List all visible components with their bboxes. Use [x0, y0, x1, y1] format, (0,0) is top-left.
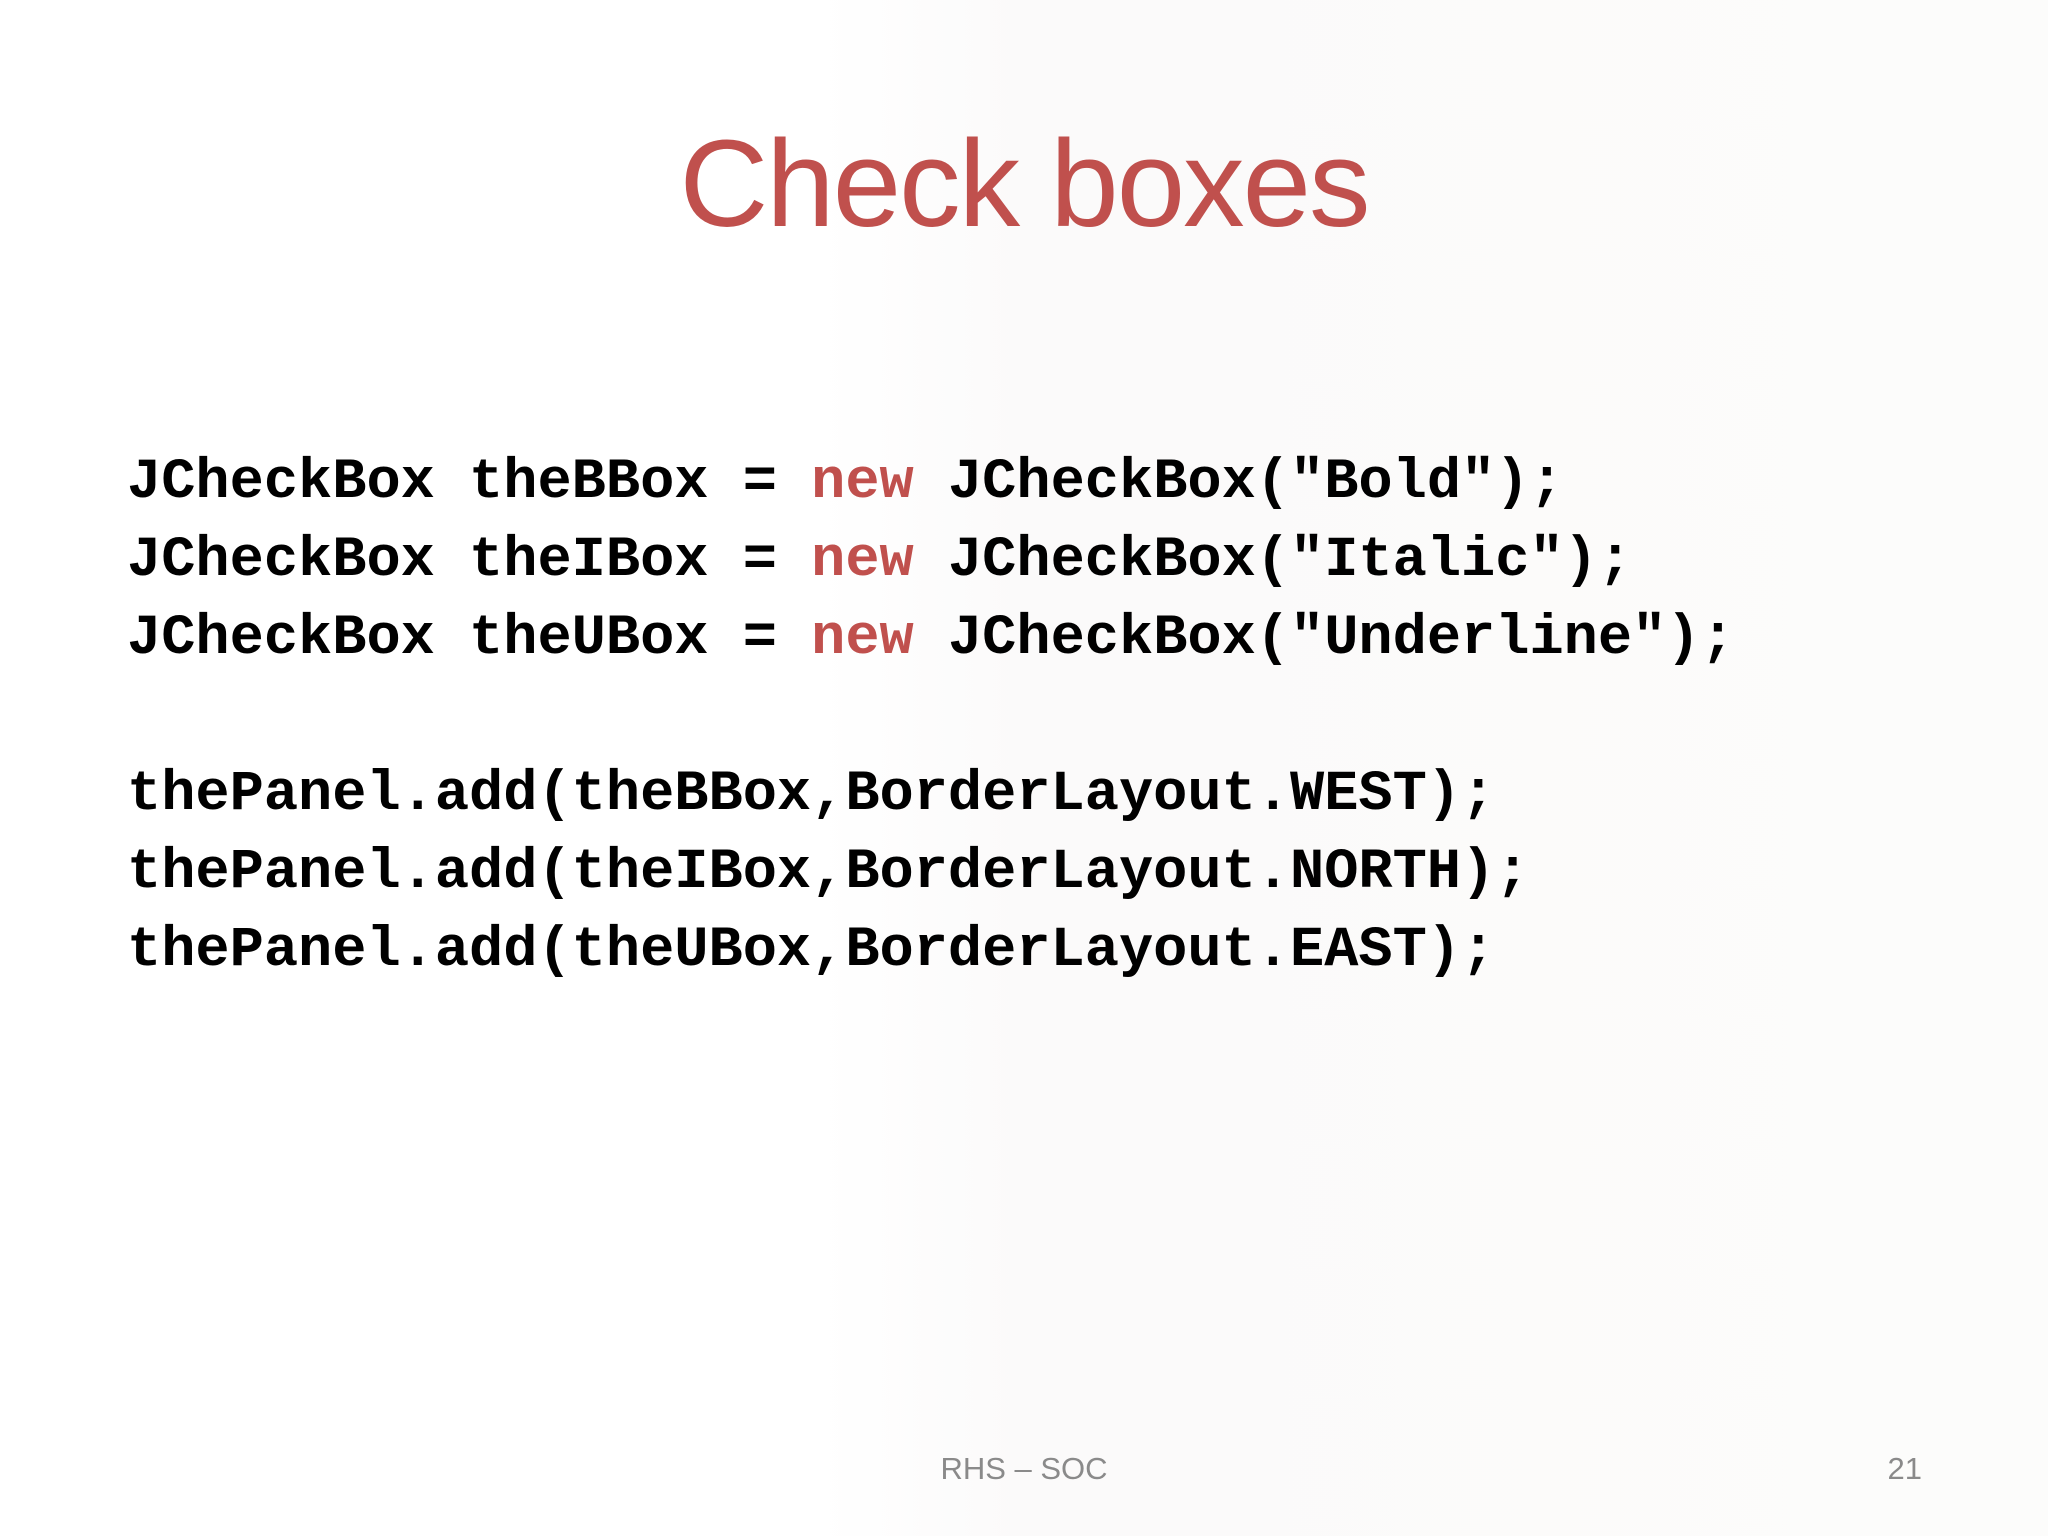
code-blank-line [127, 678, 1735, 756]
slide-title: Check boxes [679, 116, 1370, 253]
keyword-new: new [811, 529, 914, 593]
keyword-new: new [811, 607, 914, 671]
footer-text: RHS – SOC [940, 1451, 1108, 1486]
code-block: JCheckBox theBBox = new JCheckBox("Bold"… [127, 444, 1735, 990]
code-text: thePanel.add(theIBox,BorderLayout.NORTH)… [127, 841, 1530, 905]
code-line-jcheckbox-bold: JCheckBox theBBox = new JCheckBox("Bold"… [127, 444, 1735, 522]
code-text: JCheckBox("Bold"); [913, 451, 1564, 515]
code-line-jcheckbox-underline: JCheckBox theUBox = new JCheckBox("Under… [127, 600, 1735, 678]
code-text: JCheckBox("Underline"); [913, 607, 1735, 671]
code-text: JCheckBox theIBox = [127, 529, 812, 593]
code-line-panel-add-east: thePanel.add(theUBox,BorderLayout.EAST); [127, 912, 1735, 990]
code-text: JCheckBox theUBox = [127, 607, 812, 671]
code-text: thePanel.add(theBBox,BorderLayout.WEST); [127, 763, 1496, 827]
code-line-panel-add-west: thePanel.add(theBBox,BorderLayout.WEST); [127, 756, 1735, 834]
code-line-jcheckbox-italic: JCheckBox theIBox = new JCheckBox("Itali… [127, 522, 1735, 600]
code-text: JCheckBox theBBox = [127, 451, 812, 515]
code-line-panel-add-north: thePanel.add(theIBox,BorderLayout.NORTH)… [127, 834, 1735, 912]
slide-page-number: 21 [1887, 1451, 1922, 1486]
keyword-new: new [811, 451, 914, 515]
code-text: JCheckBox("Italic"); [913, 529, 1633, 593]
code-text: thePanel.add(theUBox,BorderLayout.EAST); [127, 919, 1496, 983]
